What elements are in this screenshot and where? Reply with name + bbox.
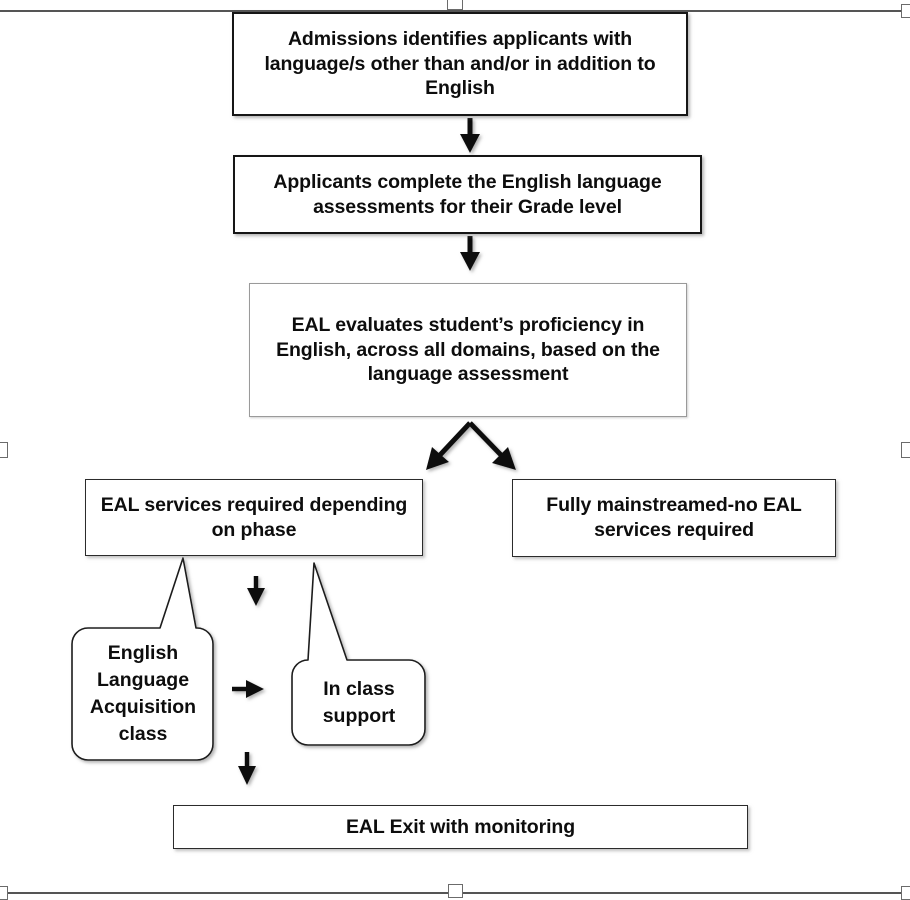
node-services-required[interactable]: EAL services required depending on phase — [85, 479, 423, 556]
arrow-assessments-to-evaluates — [460, 236, 480, 271]
page-top-border — [0, 10, 910, 12]
callout-shape-in-class-support — [291, 562, 426, 746]
arrow-services-down — [247, 576, 265, 606]
arrow-evaluates-to-services — [426, 421, 472, 470]
selection-handle-top-right[interactable] — [901, 4, 910, 18]
node-admissions[interactable]: Admissions identifies applicants with la… — [232, 12, 688, 116]
node-in-class-support-label: In class support — [322, 678, 396, 727]
node-assessments[interactable]: Applicants complete the English language… — [233, 155, 702, 234]
selection-handle-right[interactable] — [901, 442, 910, 458]
selection-handle-bottom-left[interactable] — [0, 886, 8, 900]
arrow-evaluates-to-mainstreamed — [468, 421, 516, 470]
selection-handle-top[interactable] — [447, 0, 463, 10]
node-ela-class-label: English Language Acquisition class — [89, 642, 197, 745]
node-eal-exit[interactable]: EAL Exit with monitoring — [173, 805, 748, 849]
node-fully-mainstreamed[interactable]: Fully mainstreamed-no EAL services requi… — [512, 479, 836, 557]
callout-shape-ela-class — [71, 557, 214, 761]
arrow-admissions-to-assessments — [460, 118, 480, 153]
node-evaluates[interactable]: EAL evaluates student’s proficiency in E… — [249, 283, 687, 417]
arrow-ela-to-in-class-support — [232, 680, 264, 698]
selection-handle-left[interactable] — [0, 442, 8, 458]
selection-handle-bottom-right[interactable] — [901, 886, 910, 900]
selection-handle-bottom[interactable] — [448, 884, 463, 898]
arrow-services-to-exit — [238, 752, 256, 785]
